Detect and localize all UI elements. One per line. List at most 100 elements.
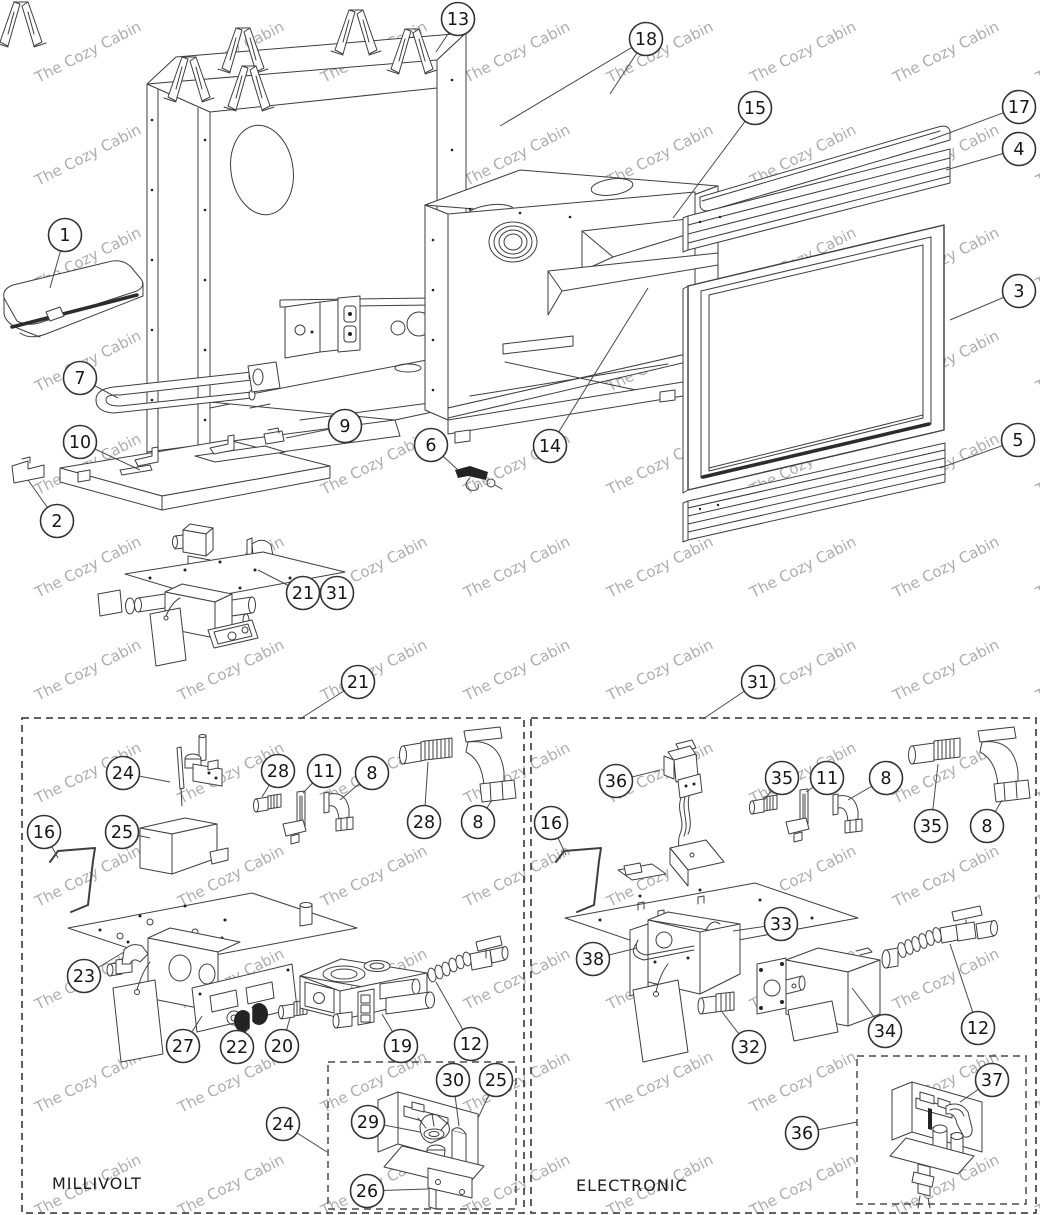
electronic-box bbox=[530, 717, 1037, 1214]
callout-21: 21 bbox=[285, 575, 321, 611]
part-igniter-6 bbox=[455, 466, 503, 491]
part-burner-tube bbox=[95, 361, 281, 414]
part-tag-e bbox=[632, 963, 689, 1063]
callout-13: 13 bbox=[440, 1, 476, 37]
callout-14: 14 bbox=[532, 428, 568, 464]
svg-text:36: 36 bbox=[605, 772, 627, 792]
svg-text:8: 8 bbox=[472, 813, 483, 833]
callout-18: 18 bbox=[628, 21, 664, 57]
part-grommet-22 bbox=[234, 1003, 268, 1032]
callout-37: 37 bbox=[974, 1062, 1010, 1098]
callout-31: 31 bbox=[319, 575, 355, 611]
leader-line bbox=[499, 38, 647, 127]
callout-5: 5 bbox=[1000, 422, 1036, 458]
part-fitting-35 bbox=[749, 794, 778, 815]
callout-28: 28 bbox=[260, 753, 296, 789]
part-fitting-32 bbox=[697, 991, 735, 1015]
svg-text:26: 26 bbox=[356, 1182, 378, 1202]
part-gas-valve-19 bbox=[299, 958, 435, 1029]
svg-text:8: 8 bbox=[880, 769, 891, 789]
part-base-pan bbox=[59, 434, 331, 511]
svg-text:31: 31 bbox=[326, 584, 348, 604]
millivolt-parts bbox=[49, 726, 517, 1210]
svg-text:4: 4 bbox=[1013, 140, 1024, 160]
part-bracket-11b bbox=[785, 788, 810, 843]
svg-text:24: 24 bbox=[112, 764, 134, 784]
callout-24: 24 bbox=[265, 1106, 301, 1142]
svg-text:11: 11 bbox=[313, 762, 335, 782]
part-elbow-8d bbox=[977, 726, 1031, 803]
part-baffle-lower bbox=[547, 252, 719, 316]
svg-text:35: 35 bbox=[771, 769, 793, 789]
part-top-brackets bbox=[0, 1, 438, 112]
svg-text:21: 21 bbox=[292, 584, 314, 604]
svg-text:23: 23 bbox=[73, 967, 95, 987]
svg-text:14: 14 bbox=[539, 437, 561, 457]
callout-15: 15 bbox=[737, 90, 773, 126]
part-fitting-28b bbox=[399, 737, 453, 765]
part-fitting-28 bbox=[253, 793, 282, 813]
svg-text:22: 22 bbox=[226, 1038, 248, 1058]
callout-17: 17 bbox=[1001, 89, 1037, 125]
svg-text:28: 28 bbox=[413, 813, 435, 833]
svg-text:20: 20 bbox=[271, 1037, 293, 1057]
svg-text:10: 10 bbox=[69, 433, 91, 453]
callout-30: 30 bbox=[435, 1062, 471, 1098]
callout-1: 1 bbox=[47, 217, 83, 253]
svg-text:27: 27 bbox=[172, 1037, 194, 1057]
callout-9: 9 bbox=[327, 408, 363, 444]
svg-text:8: 8 bbox=[366, 764, 377, 784]
part-bracket-11 bbox=[282, 790, 307, 845]
callout-35: 35 bbox=[913, 808, 949, 844]
callout-12: 12 bbox=[453, 1026, 489, 1062]
electronic-label: ELECTRONIC bbox=[576, 1176, 688, 1195]
callout-25: 25 bbox=[104, 814, 140, 850]
leader-line bbox=[549, 287, 649, 447]
part-heat-shield bbox=[3, 260, 144, 338]
callout-3: 3 bbox=[1001, 273, 1037, 309]
svg-text:25: 25 bbox=[111, 823, 133, 843]
svg-text:33: 33 bbox=[770, 915, 792, 935]
svg-text:17: 17 bbox=[1008, 98, 1030, 118]
callout-11: 11 bbox=[306, 753, 342, 789]
part-clip-9 bbox=[263, 427, 285, 445]
callout-2: 2 bbox=[39, 503, 75, 539]
callout-7: 7 bbox=[62, 360, 98, 396]
part-wire-16 bbox=[49, 847, 96, 913]
callout-21: 21 bbox=[340, 664, 376, 700]
callout-35: 35 bbox=[764, 760, 800, 796]
callout-38: 38 bbox=[575, 941, 611, 977]
callout-32: 32 bbox=[731, 1029, 767, 1065]
part-top-louvre bbox=[682, 148, 951, 253]
part-module-34 bbox=[756, 947, 881, 1042]
part-igniter-36 bbox=[663, 739, 725, 887]
part-pilot-24 bbox=[176, 734, 223, 807]
part-top-louvre-trim bbox=[699, 125, 951, 212]
svg-text:15: 15 bbox=[744, 99, 766, 119]
callout-6: 6 bbox=[413, 427, 449, 463]
svg-text:11: 11 bbox=[816, 769, 838, 789]
svg-text:35: 35 bbox=[920, 817, 942, 837]
callout-33: 33 bbox=[763, 906, 799, 942]
part-flex-connector-12b bbox=[881, 905, 998, 969]
callout-16: 16 bbox=[26, 814, 62, 850]
part-door bbox=[682, 224, 945, 494]
part-bottom-louvre bbox=[682, 442, 946, 543]
millivolt-label: MILLIVOLT bbox=[52, 1174, 142, 1193]
leader-line bbox=[672, 107, 756, 219]
callout-8: 8 bbox=[354, 755, 390, 791]
svg-text:16: 16 bbox=[540, 814, 562, 834]
svg-text:5: 5 bbox=[1012, 431, 1023, 451]
part-wire-16b bbox=[555, 847, 602, 913]
part-box-33 bbox=[629, 911, 741, 997]
svg-text:30: 30 bbox=[442, 1071, 464, 1091]
part-fitting-35b bbox=[908, 737, 961, 765]
electronic-inset-box bbox=[856, 1055, 1027, 1205]
svg-text:12: 12 bbox=[967, 1019, 989, 1039]
callout-24: 24 bbox=[105, 755, 141, 791]
callout-12: 12 bbox=[960, 1010, 996, 1046]
svg-text:2: 2 bbox=[51, 512, 62, 532]
svg-text:19: 19 bbox=[390, 1037, 412, 1057]
